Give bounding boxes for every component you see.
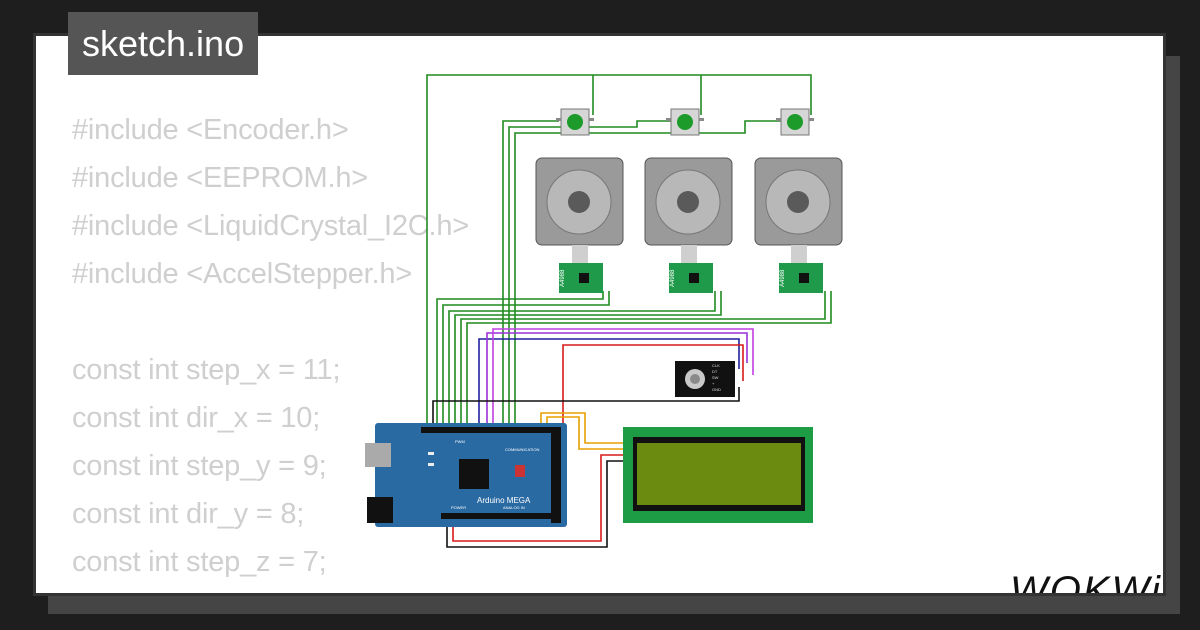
code-line: #include <LiquidCrystal_I2C.h> bbox=[72, 210, 470, 242]
lcd-display bbox=[623, 427, 813, 523]
board-name-label: Arduino MEGA bbox=[477, 496, 531, 505]
encoder-pin-label: GND bbox=[712, 387, 721, 392]
stepper-driver-2: A4988 bbox=[669, 263, 713, 293]
wire-driver3-b bbox=[466, 291, 832, 425]
wokwi-logo-text: WOKWi bbox=[1010, 569, 1162, 596]
stepper-driver-3: A4988 bbox=[779, 263, 823, 293]
wire-encoder-c bbox=[492, 328, 754, 425]
wire-lcd-sda bbox=[540, 412, 625, 444]
wire-lcd-vcc bbox=[452, 454, 625, 542]
arduino-mega-board: Arduino MEGA PWM COMMUNICATION POWER ANA… bbox=[365, 423, 567, 527]
code-line: const int dir_y = 8; bbox=[72, 498, 305, 530]
wire-driver1-a bbox=[436, 291, 604, 425]
wire-encoder-gnd bbox=[432, 387, 740, 425]
encoder-pin-label: DT bbox=[712, 369, 718, 374]
push-button-1 bbox=[556, 108, 594, 136]
wire-driver2-a bbox=[448, 291, 716, 425]
driver-label: A4988 bbox=[560, 269, 566, 287]
encoder-pin-label: CLK bbox=[712, 363, 720, 368]
board-communication-label: COMMUNICATION bbox=[505, 447, 539, 452]
board-pwm-label: PWM bbox=[455, 439, 465, 444]
code-line: #include <EEPROM.h> bbox=[72, 162, 369, 194]
wire-driver2-b bbox=[454, 291, 722, 425]
code-line: #include <AccelStepper.h> bbox=[72, 258, 413, 290]
wire-driver3-a bbox=[460, 291, 826, 425]
wire-lcd-gnd bbox=[446, 460, 625, 548]
wire-driver1-b bbox=[442, 291, 610, 425]
encoder-pin-label: SW bbox=[712, 375, 719, 380]
wire-encoder-vcc bbox=[562, 344, 744, 425]
stepper-motor-1 bbox=[535, 157, 624, 263]
wire-button3 bbox=[514, 120, 781, 425]
push-button-3 bbox=[776, 108, 814, 136]
wire-lcd-scl bbox=[546, 416, 625, 450]
code-preview: #include <Encoder.h> #include <EEPROM.h> #… bbox=[72, 106, 470, 593]
code-line: const int step_y = 9; bbox=[72, 450, 327, 482]
stepper-driver-1: A4988 bbox=[559, 263, 603, 293]
stepper-motor-3 bbox=[754, 157, 843, 263]
preview-card: #include <Encoder.h> #include <EEPROM.h> #… bbox=[33, 33, 1166, 596]
wire-button2 bbox=[508, 120, 671, 425]
wokwi-logo: WOKWi bbox=[1010, 569, 1162, 596]
push-button-2 bbox=[666, 108, 704, 136]
driver-label: A4988 bbox=[670, 269, 676, 287]
wire-button-bus bbox=[426, 74, 812, 425]
driver-label: A4988 bbox=[780, 269, 786, 287]
wire-encoder-a bbox=[478, 338, 740, 425]
encoder-pin-label: + bbox=[712, 381, 715, 386]
stepper-motor-2 bbox=[644, 157, 733, 263]
wire-encoder-b bbox=[486, 332, 748, 425]
board-power-label: POWER bbox=[451, 505, 466, 510]
code-line: #include <Encoder.h> bbox=[72, 114, 349, 146]
file-title-tab: sketch.ino bbox=[68, 12, 259, 75]
board-analog-label: ANALOG IN bbox=[503, 505, 525, 510]
code-line: const int step_x = 11; bbox=[72, 354, 341, 386]
code-line: const int step_z = 7; bbox=[72, 546, 327, 578]
code-line: const int dir_x = 10; bbox=[72, 402, 321, 434]
wires bbox=[426, 74, 832, 548]
